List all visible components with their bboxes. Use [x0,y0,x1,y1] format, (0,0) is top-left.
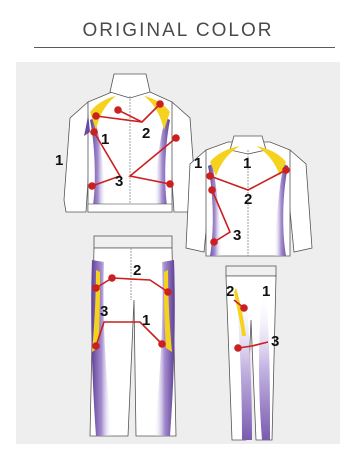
jacket-callout-1-body: 1 [101,131,109,148]
vest-callout-1-sleeve: 1 [194,155,202,172]
pants-callout-3: 3 [100,303,108,320]
jacket-callout-1-sleeve: 1 [55,152,63,169]
jacket-callout-2: 2 [142,125,150,142]
vest-callout-1-body: 1 [243,155,251,172]
jacket-illustration [64,74,196,212]
shorts-callout-1: 1 [262,283,270,300]
vest-callout-2: 2 [244,191,252,208]
shorts-callout-3: 3 [271,333,279,350]
jacket-callout-3: 3 [115,173,123,190]
vest-callout-3: 3 [233,227,241,244]
shorts-callout-2: 2 [226,283,234,300]
pants-callout-2: 2 [133,262,141,279]
pants-callout-1: 1 [142,312,150,329]
